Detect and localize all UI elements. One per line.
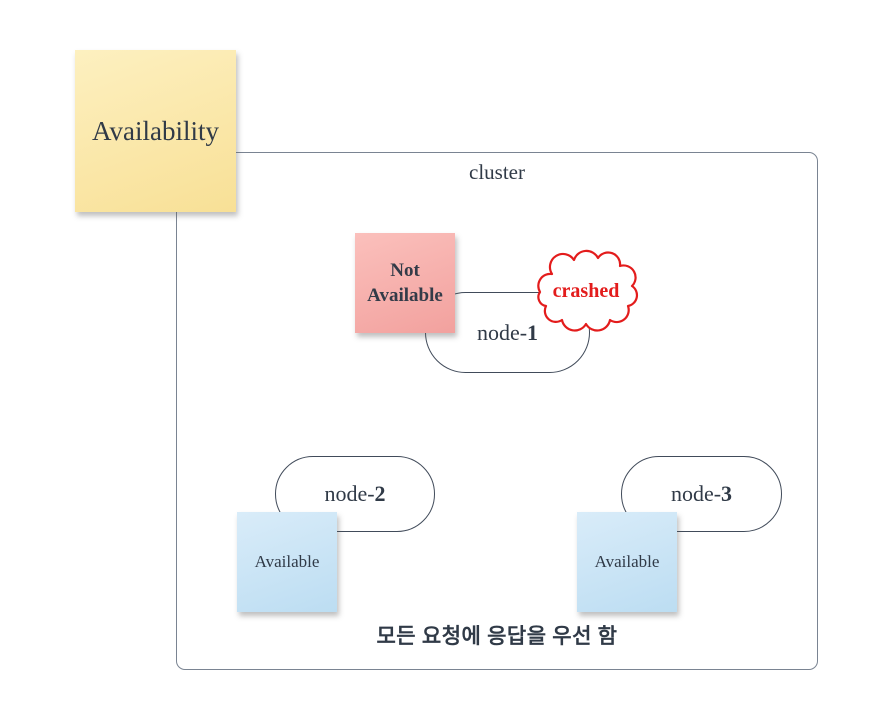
node-3-prefix: node- — [670, 481, 722, 506]
node-2-label: node-2 — [324, 481, 385, 507]
node-2-prefix: node- — [324, 481, 375, 506]
node-2-number: 2 — [374, 481, 386, 506]
available-label-node2: Available — [254, 552, 320, 571]
node-3-number: 3 — [721, 481, 733, 506]
cloud-shape-icon — [537, 249, 639, 332]
crashed-cloud: crashed — [526, 244, 646, 339]
crashed-label: crashed — [552, 280, 620, 302]
cluster-label: cluster — [469, 160, 525, 184]
available-label-node3: Available — [594, 552, 660, 571]
available-note-node2: Available — [237, 512, 337, 612]
cluster-caption: 모든 요청에 응답을 우선 함 — [376, 624, 618, 648]
not-available-label: Not Available — [367, 259, 443, 306]
available-note-node3: Available — [577, 512, 677, 612]
node-1-number: 1 — [527, 319, 539, 345]
availability-title-note: Availability — [75, 50, 236, 212]
not-available-note: Not Available — [355, 233, 455, 333]
node-1-shape: node-1 — [425, 292, 590, 373]
node-1-label: node-1 — [477, 320, 538, 346]
cluster-container: cluster 모든 요청에 응답을 우선 함 — [176, 152, 818, 670]
availability-title-label: Availability — [92, 115, 219, 146]
node-3-label: node-3 — [671, 481, 732, 507]
node-1-prefix: node- — [476, 319, 528, 345]
